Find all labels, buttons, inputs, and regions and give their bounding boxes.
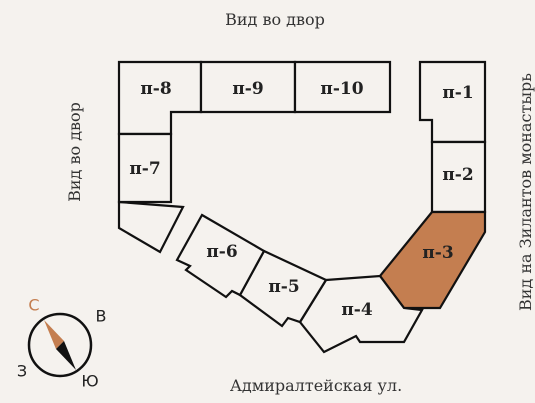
section-p4[interactable]: п-4 (298, 274, 424, 354)
building-corner-segment (117, 200, 185, 254)
section-p10-shape[interactable] (293, 60, 392, 114)
compass-ring (27, 312, 93, 378)
compass-south-label: Ю (81, 372, 98, 391)
compass-north-label: С (28, 296, 39, 315)
section-p6[interactable]: п-6 (175, 213, 266, 299)
compass-west-label: З (17, 362, 27, 381)
view-label-bottom: Адмиралтейская ул. (230, 376, 402, 395)
section-p5-label: п-5 (268, 277, 299, 297)
view-label-top: Вид во двор (225, 10, 325, 29)
section-p4-shape[interactable] (298, 274, 424, 354)
section-p1-label: п-1 (442, 83, 473, 103)
section-p7-label: п-7 (129, 159, 160, 179)
compass-east-label: В (96, 307, 107, 326)
section-p4-label: п-4 (341, 300, 372, 320)
compass: С В Ю З (17, 296, 107, 391)
view-label-left: Вид во двор (65, 102, 84, 202)
section-p9-label: п-9 (232, 79, 263, 99)
section-p2[interactable]: п-2 (430, 140, 487, 214)
section-p8[interactable]: п-8 (117, 60, 203, 136)
section-p10-label: п-10 (320, 79, 363, 99)
section-p6-shape[interactable] (175, 213, 266, 299)
compass-needle-south (56, 341, 76, 370)
section-p9[interactable]: п-9 (199, 60, 297, 114)
section-p7[interactable]: п-7 (117, 132, 173, 204)
section-p1[interactable]: п-1 (418, 60, 487, 144)
section-p7-shape[interactable] (117, 132, 173, 204)
view-label-right: Вид на Зилантов монастырь (516, 73, 535, 311)
section-p6-label: п-6 (206, 242, 237, 262)
compass-needle-north (44, 320, 64, 349)
section-p3-label: п-3 (422, 243, 453, 263)
section-p2-label: п-2 (442, 165, 473, 185)
section-p10[interactable]: п-10 (293, 60, 392, 114)
section-p3[interactable]: п-3 (378, 210, 487, 310)
section-p8-label: п-8 (140, 79, 171, 99)
